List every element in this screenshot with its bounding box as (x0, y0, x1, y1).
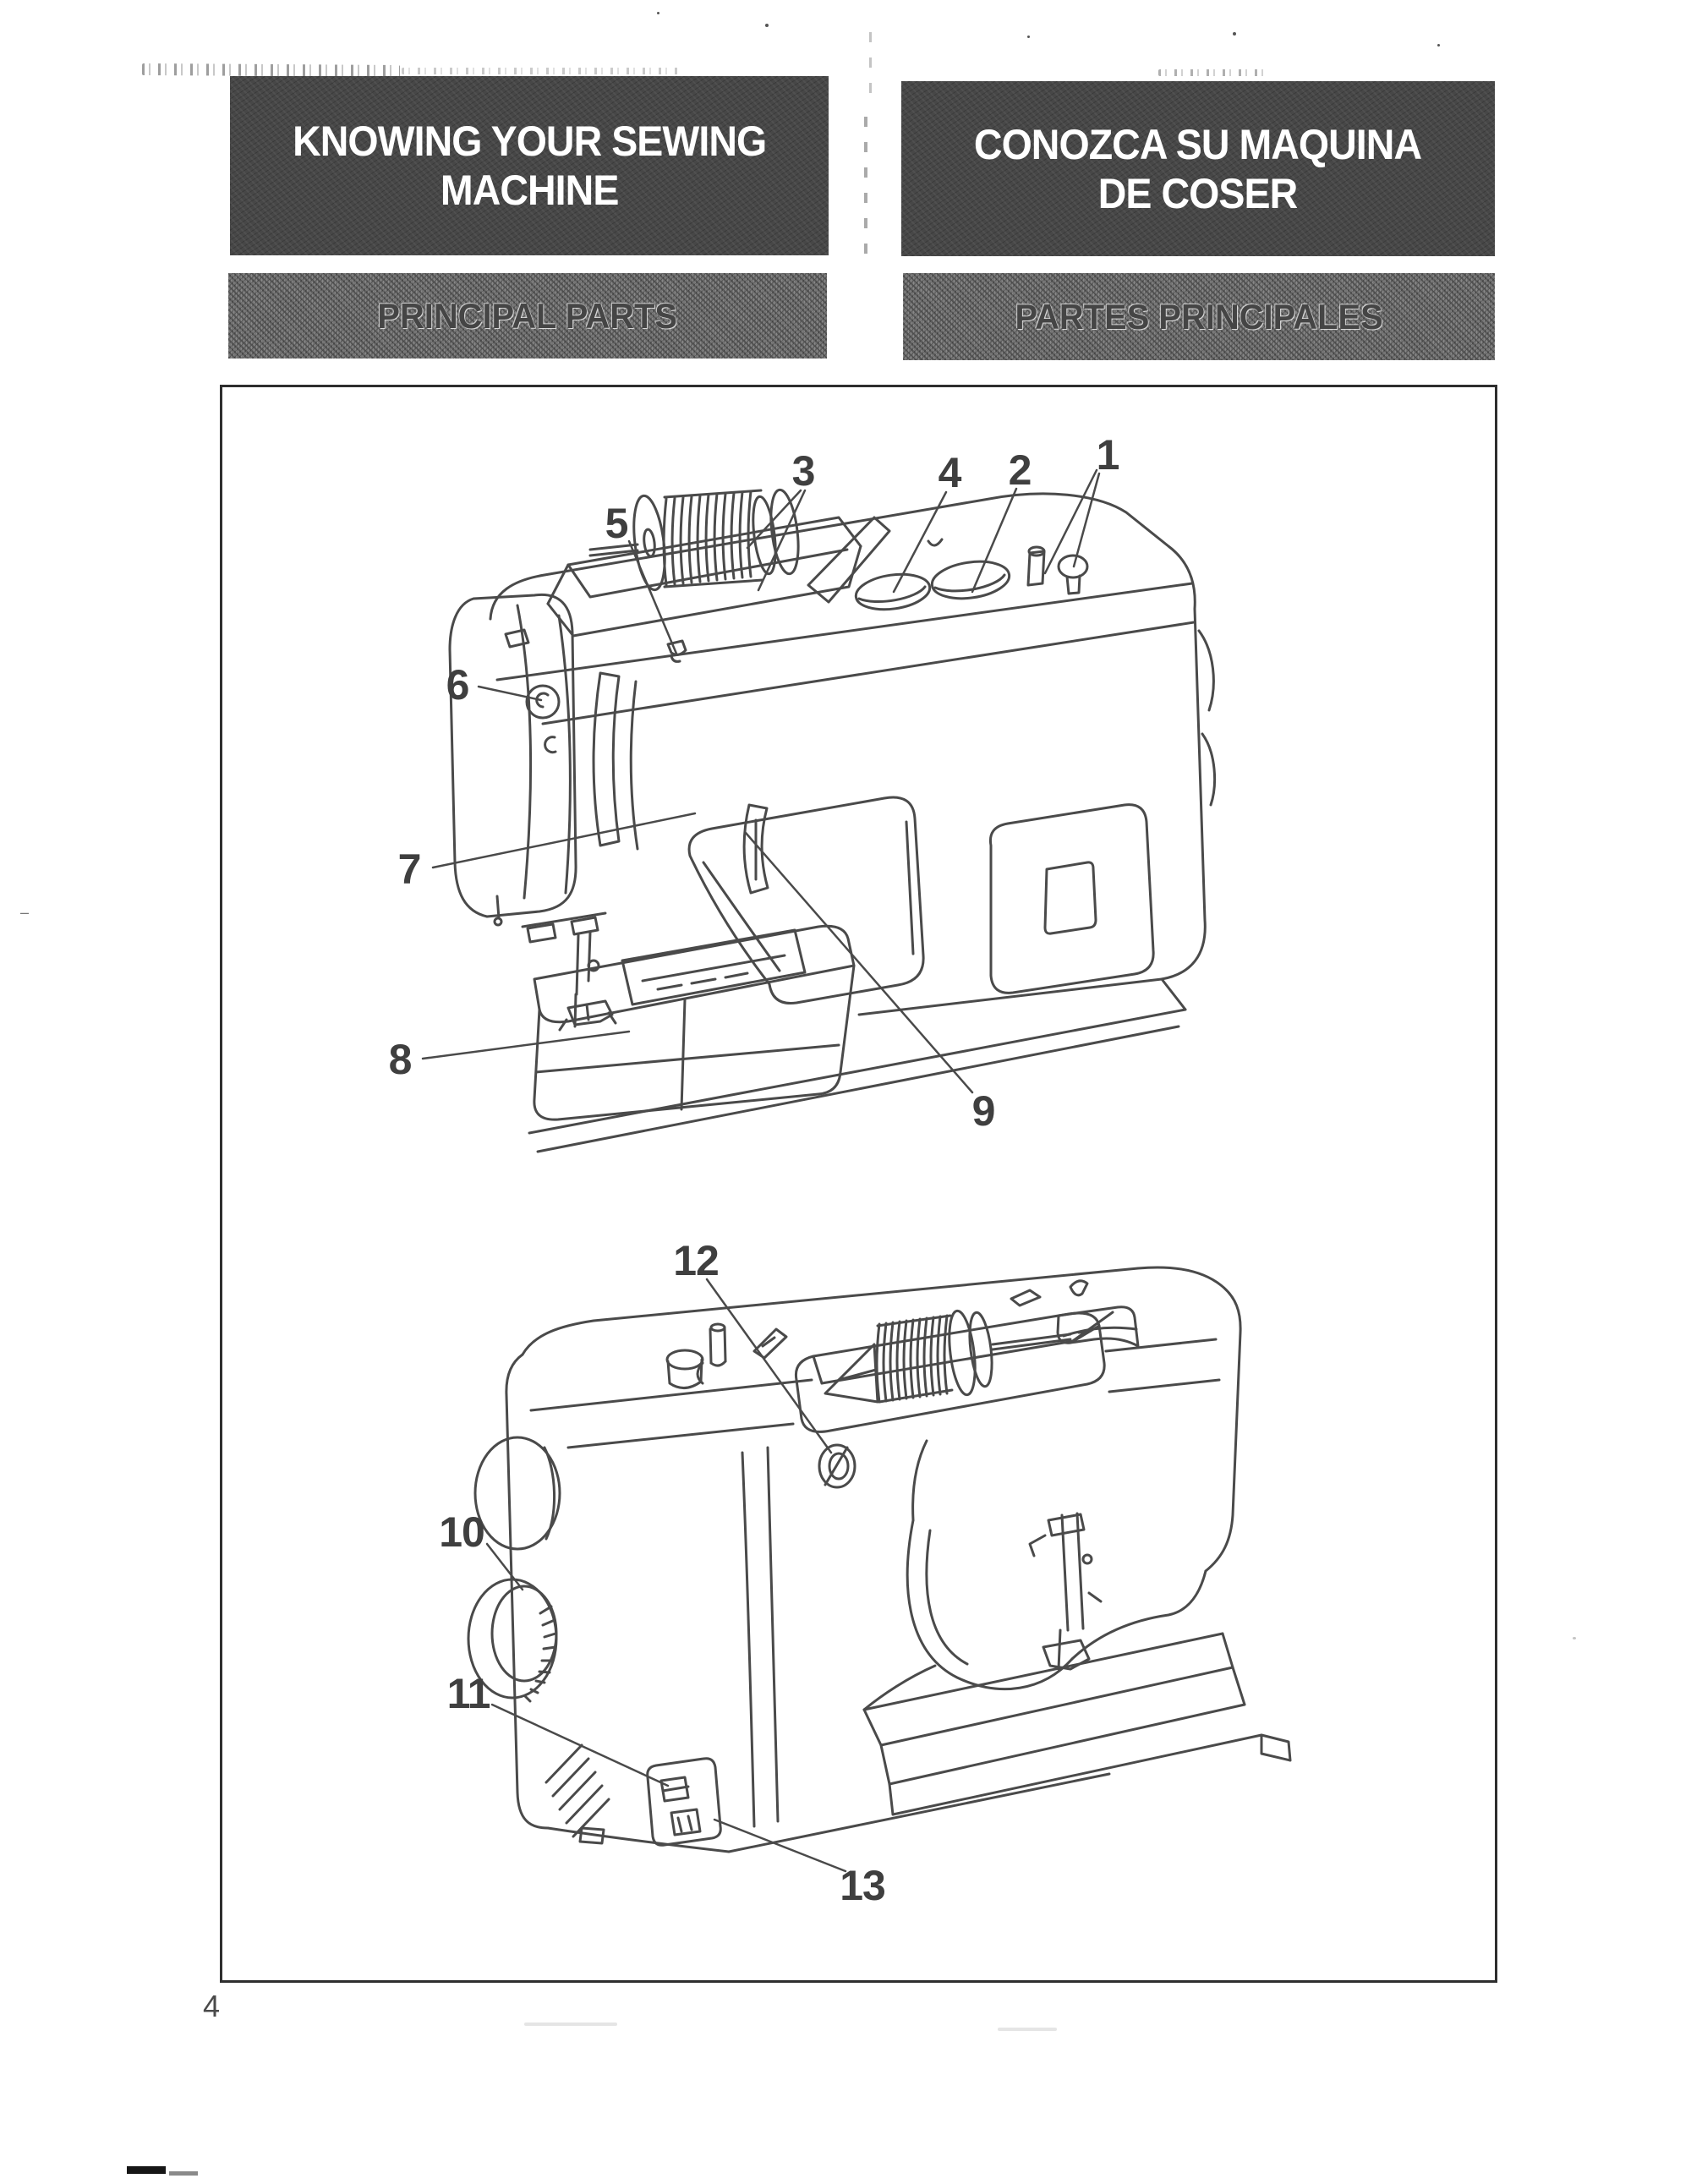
sewing-machine-rear-view-figure (467, 1266, 1292, 1873)
scan-dot (1573, 1637, 1576, 1639)
scan-fold-line (864, 110, 867, 254)
scan-smudge (524, 2023, 617, 2026)
scan-dot (1027, 36, 1030, 38)
rear-view-machine-drawing (467, 1266, 1292, 1853)
front-view-machine-drawing (448, 488, 1217, 1153)
page-number: 4 (203, 1989, 221, 2023)
scan-edge-artifact (169, 2171, 198, 2176)
subheader-partes-principales: PARTES PRINCIPALES (903, 273, 1495, 360)
header-spanish: CONOZCA SU MAQUINA DE COSER (901, 81, 1495, 256)
callout-3: 3 (791, 447, 816, 495)
subheader-principal-parts: PRINCIPAL PARTS (228, 273, 827, 359)
callout-5: 5 (605, 500, 629, 547)
scan-noise-strip (141, 63, 401, 78)
scan-fold-line (869, 17, 872, 93)
figure-border-box (220, 385, 1497, 1983)
callout-12: 12 (673, 1237, 720, 1284)
scan-dot (657, 12, 659, 14)
header-english-line2: MACHINE (440, 167, 619, 214)
header-english-line1: KNOWING YOUR SEWING (292, 118, 767, 165)
scan-dot (1437, 44, 1440, 47)
callout-11: 11 (446, 1670, 491, 1717)
rear-view-leader-lines (485, 1278, 847, 1873)
callout-7: 7 (397, 846, 422, 893)
header-english: KNOWING YOUR SEWING MACHINE (230, 76, 829, 255)
scan-dot (1233, 32, 1236, 36)
scan-noise-strip (402, 68, 681, 74)
header-spanish-line2: DE COSER (1098, 169, 1298, 217)
scan-mark: – (20, 904, 30, 921)
callout-2: 2 (1008, 446, 1032, 494)
callout-10: 10 (439, 1508, 485, 1556)
callout-9: 9 (971, 1087, 996, 1135)
callout-6: 6 (446, 661, 470, 709)
scan-dot (765, 24, 769, 27)
scan-edge-artifact (127, 2166, 166, 2174)
front-view-leader-lines (421, 468, 1101, 1094)
scan-smudge (998, 2028, 1057, 2031)
callout-4: 4 (938, 449, 962, 496)
sewing-machine-front-view-figure (421, 468, 1217, 1153)
subheader-principal-parts-label: PRINCIPAL PARTS (377, 295, 678, 336)
header-spanish-line1: CONOZCA SU MAQUINA (974, 120, 1422, 168)
scan-noise-strip (1158, 69, 1268, 76)
callout-1: 1 (1096, 431, 1120, 479)
callout-13: 13 (840, 1862, 886, 1909)
callout-8: 8 (388, 1036, 413, 1083)
subheader-partes-principales-label: PARTES PRINCIPALES (1015, 296, 1383, 337)
